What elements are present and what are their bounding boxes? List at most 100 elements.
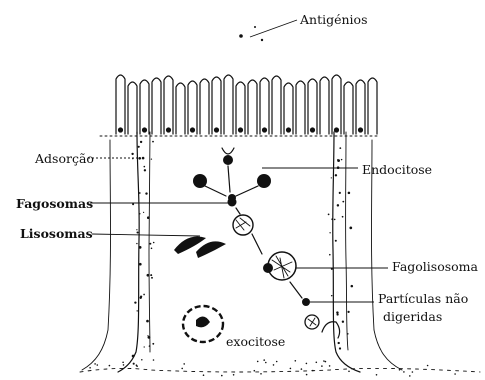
microvillus [332,75,341,134]
basal-granule [403,371,405,373]
phagosome [228,198,237,207]
granule [139,263,142,266]
microvillus [152,78,161,134]
microvillus [128,82,137,134]
basal-granule [316,362,318,364]
microvillus [200,79,209,134]
granule [351,285,354,288]
granule [143,294,145,296]
granule [131,153,133,155]
microvillus-base-granule [358,127,363,132]
microvillus [368,78,377,134]
microvillus [116,75,125,134]
granule [151,158,152,159]
pathway-arrow-2 [252,234,262,254]
granule [138,146,140,148]
granule [348,192,351,195]
microvillus-base-granule [286,127,291,132]
granule [132,203,134,205]
lysosomes-label: Lisosomas [20,226,93,241]
microvilli-brush-border [100,75,380,136]
granule [331,295,332,296]
microvillus [320,77,329,134]
granule [133,363,135,365]
granule [336,311,338,313]
granule [149,243,151,245]
microvillus [248,80,257,134]
nucleus [183,306,223,342]
microvillus [308,79,317,134]
granule [339,192,341,194]
microvillus-base-granule [190,127,195,132]
granule [331,218,333,220]
granule [329,232,330,233]
microvillus [236,82,245,134]
granule [342,201,344,203]
basal-granule [376,374,378,376]
microvillus-base-granule [262,127,267,132]
basal-granule [412,371,414,373]
basal-granule [290,368,292,370]
endocytosis-label: Endocitose [362,162,432,177]
granule [139,192,141,194]
basal-granule [295,360,297,362]
granule [337,159,339,161]
granule [331,177,332,178]
basal-granule [181,368,183,370]
basal-granule [183,363,185,365]
adsorption-label: Adsorção [34,151,94,166]
granule [339,147,341,149]
basal-granule [399,369,401,371]
microvillus [212,77,221,134]
fusing-vesicle [233,215,253,235]
microvillus-base-granule [334,127,339,132]
granule [339,347,341,349]
granule [146,320,149,323]
basal-granule [109,365,111,367]
granule [338,342,340,344]
pathway-arrow-3 [290,282,302,298]
basal-granule [136,364,138,366]
granule [140,297,142,299]
basal-granule [89,367,91,369]
basal-granule [203,374,205,376]
granule [148,336,151,339]
basal-granule [97,364,99,366]
granule [139,246,142,249]
basal-granule [123,364,125,366]
undigested-label-line1: Partículas não [378,291,468,306]
endocytosis-vesicles [193,148,271,202]
granule [145,192,147,194]
basal-granule [273,364,275,366]
microvillus [344,82,353,134]
microvillus-base-granule [310,127,315,132]
exocytosis-label: exocitose [226,334,285,349]
microvillus [284,83,293,134]
phagosomes-label: Fagosomas [16,196,93,211]
granule [151,277,153,279]
undigested-label-line2: digeridas [383,309,442,324]
microvillus [296,81,305,134]
granule [144,169,146,171]
basal-granule [94,363,96,365]
granule [328,214,330,216]
antigens-label: Antigénios [299,12,368,27]
granule [335,174,337,176]
granule [153,242,155,244]
lysosome-shapes [174,237,226,259]
undigested-particle [302,298,310,306]
basal-granule [329,365,331,367]
basal-granule [260,373,262,375]
basal-granule [265,362,267,364]
granule [152,141,154,143]
basal-granule [306,363,308,365]
antigens-leader-line [250,20,297,37]
granule [147,335,148,336]
basal-granule [276,361,278,363]
exocytosis-vesicle-at-membrane [322,322,340,338]
microvillus-base-granule [142,127,147,132]
granule [144,166,146,168]
basal-granule [348,371,350,373]
microvillus-base-granule [238,127,243,132]
